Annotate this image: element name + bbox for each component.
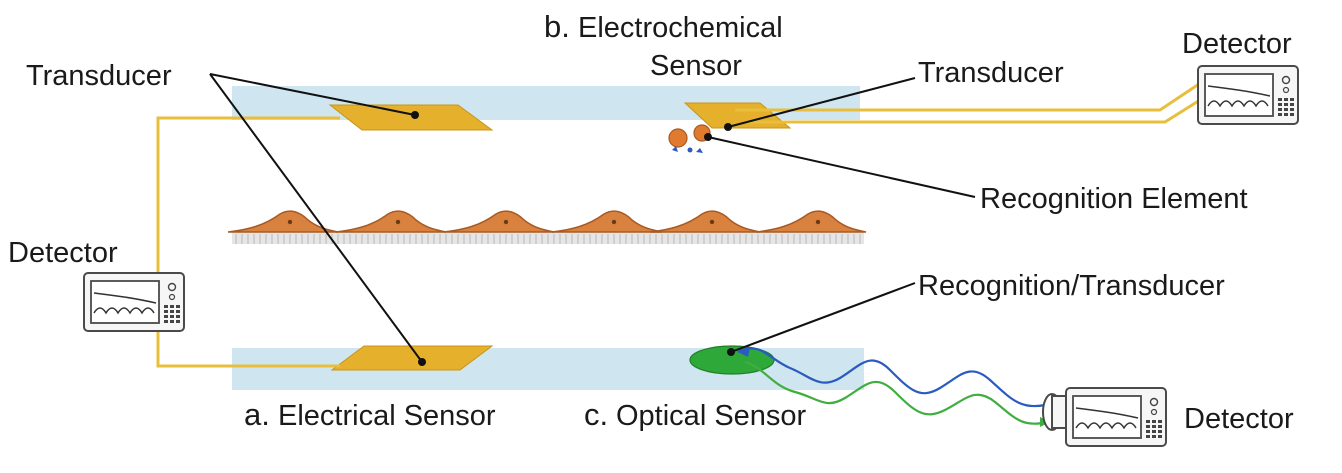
cell-4: [551, 210, 663, 233]
label-detector-top-right: Detector: [1182, 28, 1292, 60]
top-wire-2: [745, 93, 1209, 124]
label-c-letter: c.: [584, 397, 608, 432]
cell-2: [335, 210, 447, 233]
label-electrochemical-line2: Sensor: [650, 50, 742, 82]
label-transducer-right: Transducer: [918, 57, 1064, 89]
label-transducer-left: Transducer: [26, 60, 172, 92]
top-left-electrode: [328, 104, 494, 131]
label-optical-sensor: Optical Sensor: [616, 400, 807, 432]
cell-layer: [227, 210, 867, 244]
green-light-wave: [744, 360, 1049, 425]
cell-5: [649, 210, 761, 233]
label-recognition-transducer: Recognition/Transducer: [918, 270, 1225, 302]
label-detector-bottom-right: Detector: [1184, 403, 1294, 435]
label-electrochemical-line1: Electrochemical: [578, 12, 783, 44]
detector-left-icon: [83, 272, 185, 332]
bottom-left-electrode: [330, 345, 494, 371]
cell-3: [443, 210, 555, 233]
recognition-element-icon: [668, 124, 711, 153]
cell-1: [227, 210, 339, 233]
detector-top-right-icon: [1197, 65, 1299, 125]
detector-bottom-right-icon: [1042, 387, 1167, 447]
leader-dots: [411, 111, 735, 366]
cell-6: [755, 210, 867, 233]
left-circuit-wire: [156, 116, 340, 368]
label-electrical-sensor: Electrical Sensor: [278, 400, 496, 432]
leader-lines: [209, 73, 976, 363]
top-wire-1: [735, 78, 1206, 112]
label-detector-left: Detector: [8, 237, 118, 269]
blue-light-wave: [737, 347, 1046, 408]
blue-arrowhead: [738, 347, 750, 357]
label-b-letter: b.: [544, 9, 570, 44]
label-a-letter: a.: [244, 397, 270, 432]
label-recognition-element: Recognition Element: [980, 183, 1248, 215]
